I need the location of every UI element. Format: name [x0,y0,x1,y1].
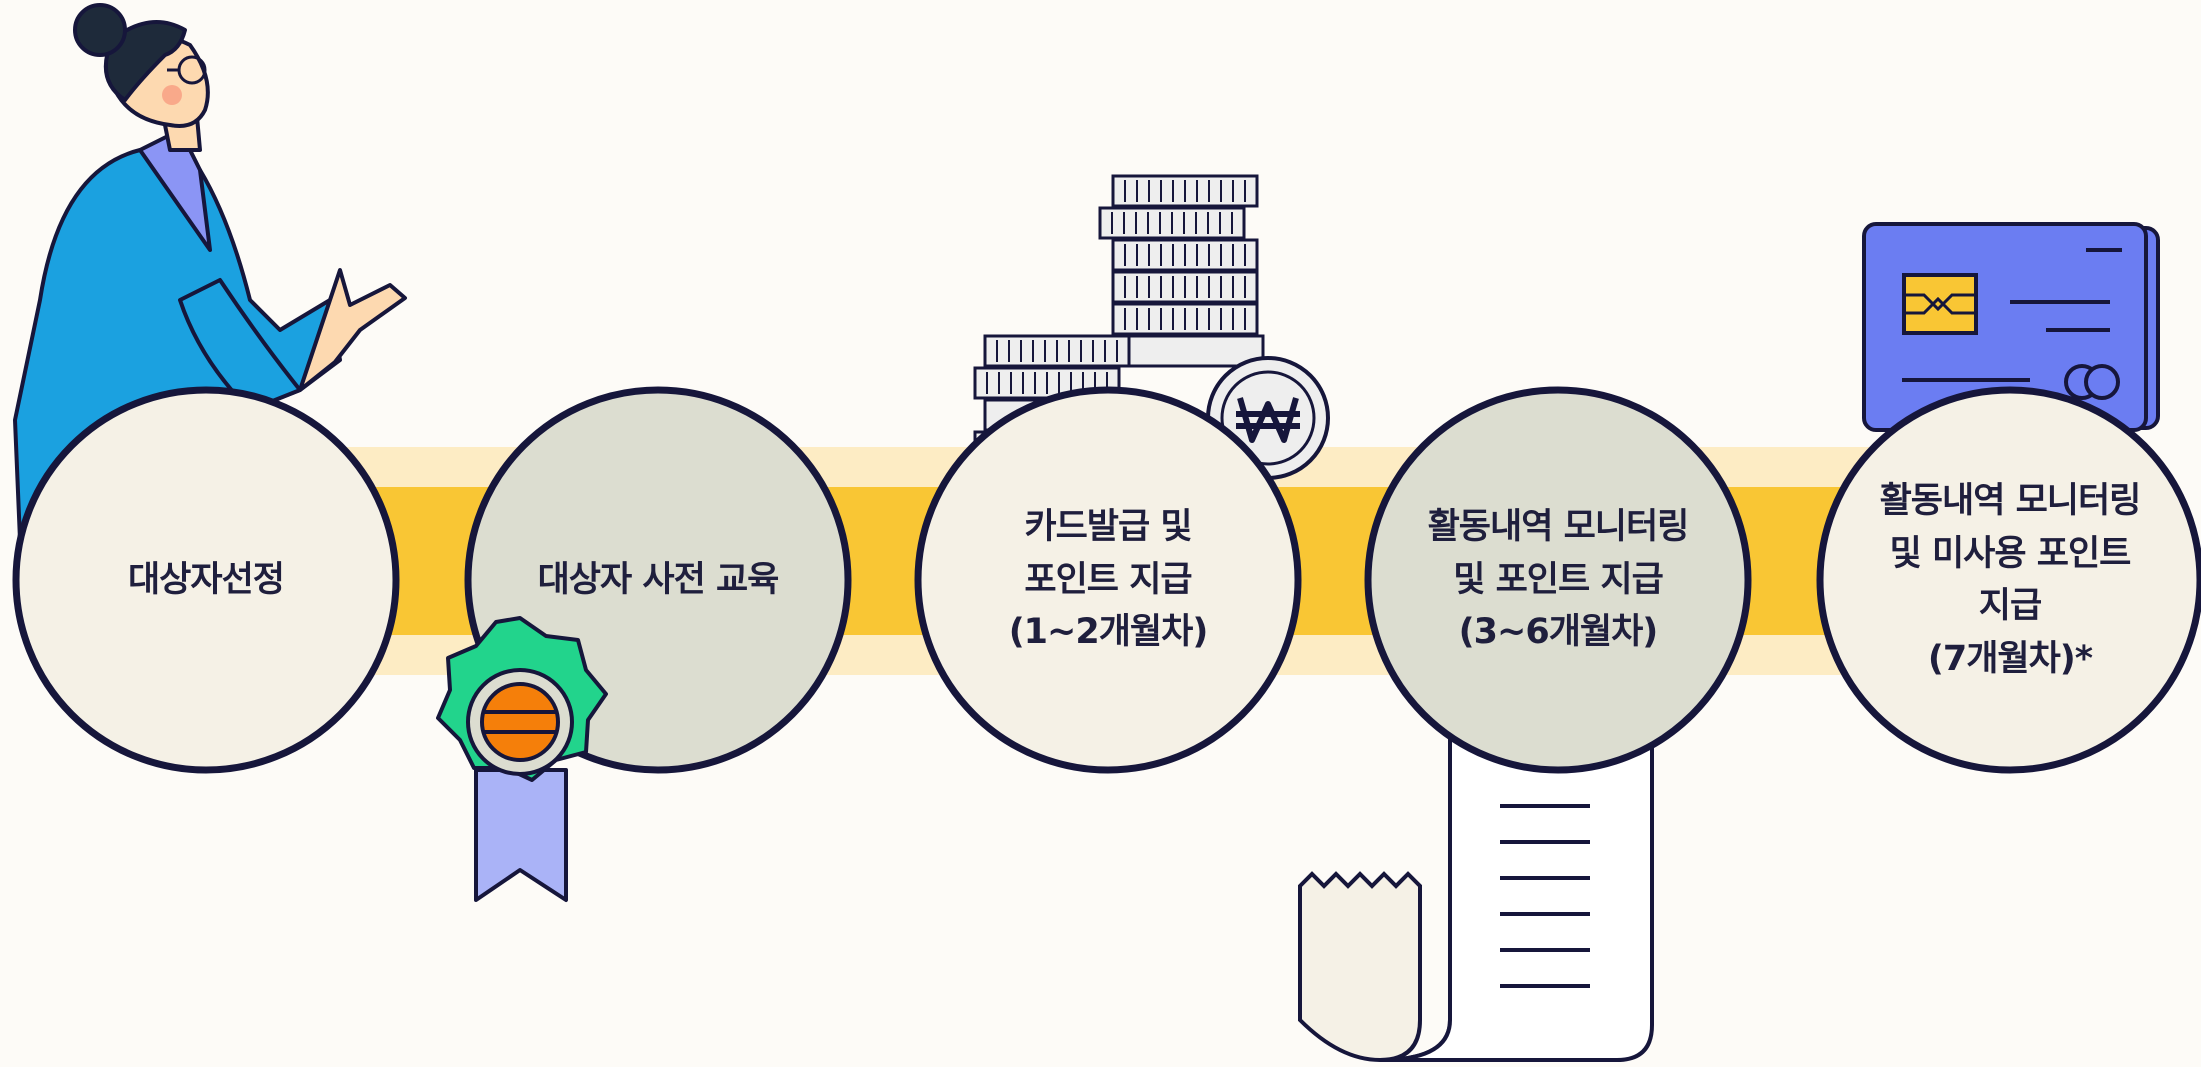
step-circle-3 [914,386,1302,774]
step-3: 카드발급 및 포인트 지급 (1~2개월차) [915,387,1301,773]
step-1-label: 대상자선정 [127,559,285,600]
step-circle-5 [1816,386,2201,774]
step-4: 활동내역 모니터링 및 포인트 지급 (3~6개월차) [1365,387,1751,773]
step-4-label: 활동내역 모니터링 및 포인트 지급 (3~6개월차) [1427,507,1690,653]
credit-card-icon [1862,222,2160,432]
step-circle-1 [12,386,400,774]
step-1: 대상자선정 [13,387,399,773]
step-2: 대상자 사전 교육 [465,387,851,773]
step-3-label: 카드발급 및 포인트 지급 (1~2개월차) [1008,507,1209,653]
step-5: 활동내역 모니터링 및 미사용 포인트 지급 (7개월차)* [1817,387,2201,773]
receipt-icon [1298,698,1654,1063]
step-2-label: 대상자 사전 교육 [537,559,780,600]
step-circle-4 [1364,386,1752,774]
steps [12,386,2201,774]
step-5-label: 활동내역 모니터링 및 미사용 포인트 지급 (7개월차)* [1879,481,2142,679]
award-badge-icon [436,616,608,902]
